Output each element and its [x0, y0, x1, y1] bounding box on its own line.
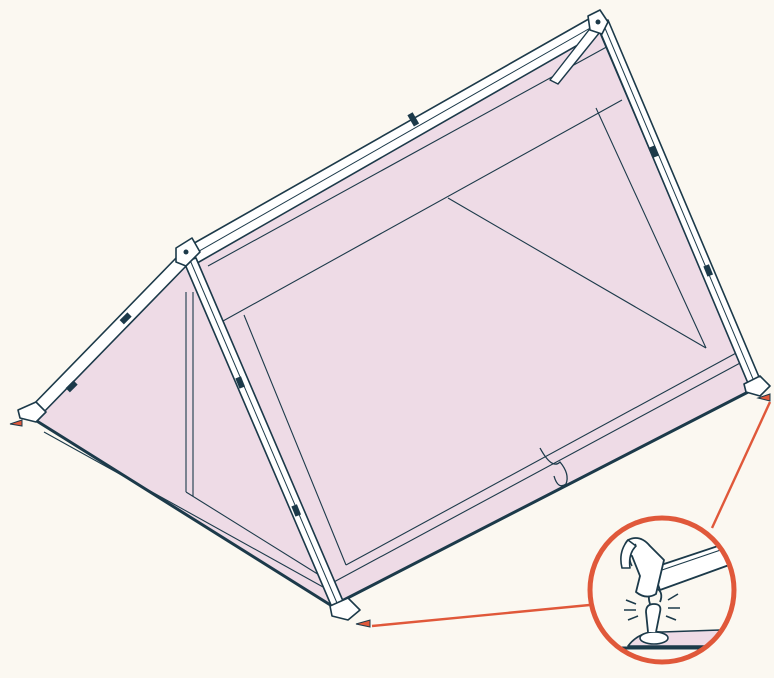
apex-fitting-right: [587, 9, 609, 35]
tent-seams: [43, 43, 743, 593]
callout-ring: [587, 515, 737, 665]
tent-frame: [17, 9, 771, 621]
impact-lines: [624, 571, 680, 621]
callout-leaders: [371, 401, 772, 628]
foot-plate-left: [17, 401, 47, 423]
apex-fitting-left: [175, 237, 201, 267]
foot-plate-right: [743, 375, 771, 397]
stake-tips: [9, 393, 771, 628]
pole-collars: [65, 112, 714, 517]
door-tie-loop: [539, 447, 568, 487]
foot-plate-front: [329, 597, 361, 621]
